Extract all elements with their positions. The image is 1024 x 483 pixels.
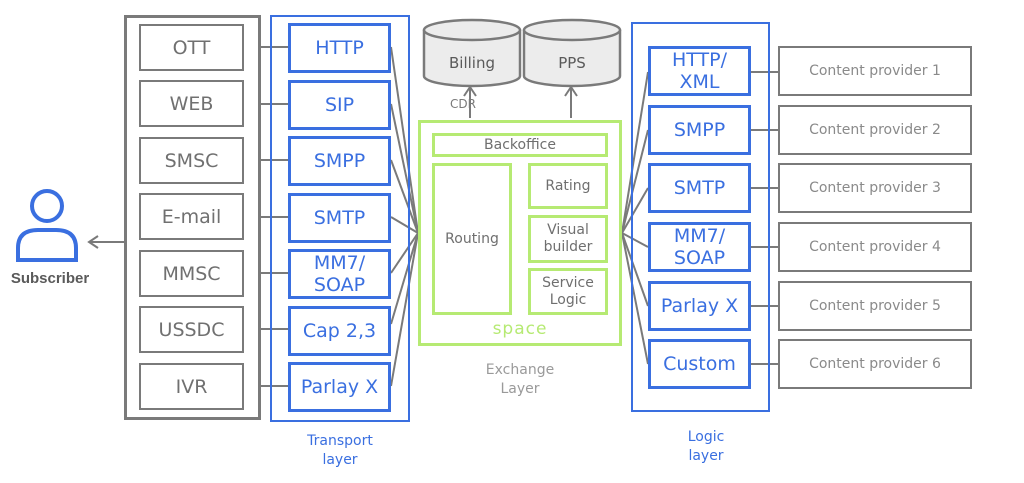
- pps-database-icon: [522, 18, 622, 88]
- transport-smtp: SMTP: [288, 193, 391, 243]
- service-logic-box: Service Logic: [528, 268, 608, 315]
- logic-smpp: SMPP: [648, 105, 751, 155]
- channel-web: WEB: [139, 80, 244, 127]
- channels-container: [124, 15, 261, 420]
- exchange-container: [418, 120, 622, 346]
- billing-label: Billing: [449, 54, 495, 72]
- channel-ivr: IVR: [139, 363, 244, 410]
- logic-mm7-soap: MM7/ SOAP: [648, 222, 751, 272]
- transport-http: HTTP: [288, 23, 391, 73]
- channel-mmsc: MMSC: [139, 250, 244, 297]
- logic-custom: Custom: [648, 339, 751, 389]
- cdr-label: CDR: [450, 97, 476, 111]
- content-provider-2: Content provider 2: [778, 105, 972, 155]
- logic-parlay-x: Parlay X: [648, 281, 751, 331]
- content-provider-3: Content provider 3: [778, 163, 972, 213]
- space-brand-label: space: [492, 319, 548, 339]
- backoffice-box: Backoffice: [432, 133, 608, 157]
- routing-box: Routing: [432, 163, 512, 315]
- transport-layer-container: [270, 15, 410, 422]
- transport-smpp: SMPP: [288, 136, 391, 186]
- visual-builder-box: Visual builder: [528, 215, 608, 263]
- transport-layer-caption: Transport layer: [307, 433, 373, 468]
- rating-box: Rating: [528, 163, 608, 209]
- logic-smtp: SMTP: [648, 163, 751, 213]
- channel-smsc: SMSC: [139, 137, 244, 184]
- logic-layer-container: [631, 22, 770, 412]
- content-provider-1: Content provider 1: [778, 46, 972, 96]
- pps-label: PPS: [558, 54, 586, 72]
- content-provider-6: Content provider 6: [778, 339, 972, 389]
- content-provider-5: Content provider 5: [778, 281, 972, 331]
- user-icon: [16, 189, 78, 262]
- channel-ussdc: USSDC: [139, 306, 244, 353]
- billing-database-icon: [422, 18, 522, 88]
- channel-ott: OTT: [139, 24, 244, 71]
- subscriber-label: Subscriber: [10, 270, 90, 287]
- channel-e-mail: E-mail: [139, 193, 244, 240]
- exchange-layer-caption: Exchange Layer: [485, 362, 555, 397]
- transport-cap-2-3: Cap 2,3: [288, 306, 391, 356]
- logic-http-xml: HTTP/ XML: [648, 46, 751, 96]
- transport-parlay-x: Parlay X: [288, 362, 391, 412]
- logic-layer-caption: Logic layer: [687, 429, 725, 464]
- transport-mm7-soap: MM7/ SOAP: [288, 249, 391, 299]
- content-provider-4: Content provider 4: [778, 222, 972, 272]
- transport-sip: SIP: [288, 80, 391, 130]
